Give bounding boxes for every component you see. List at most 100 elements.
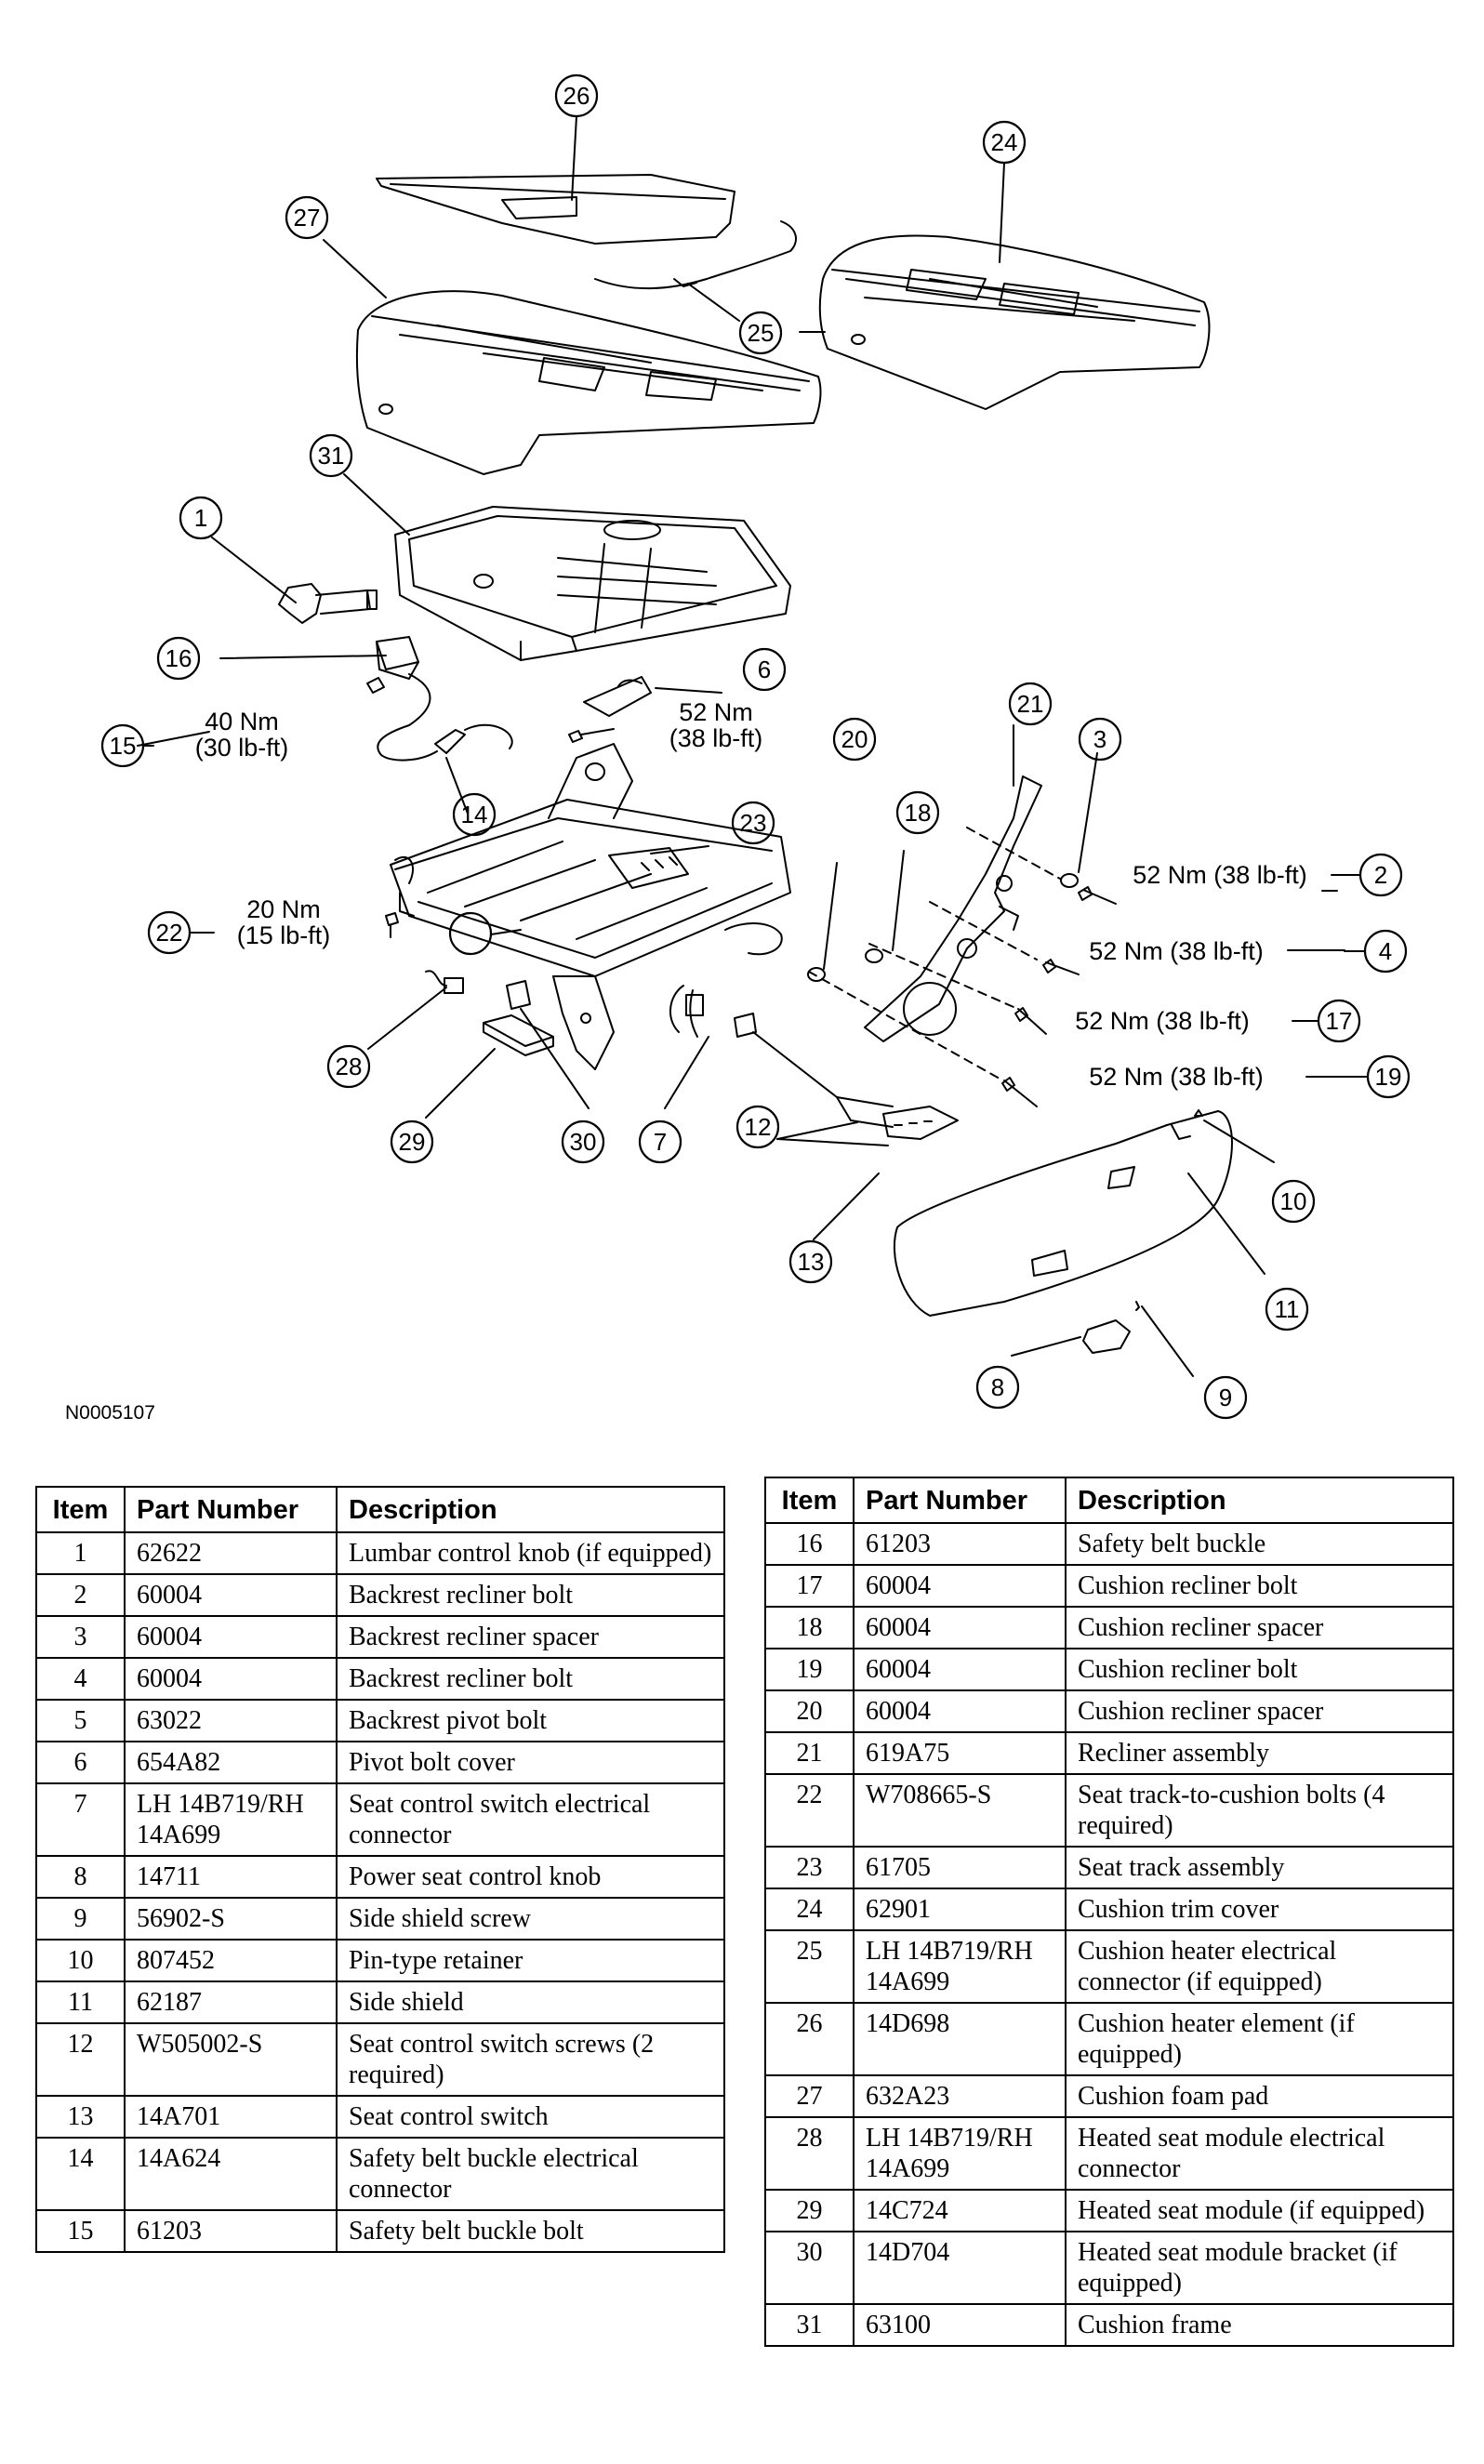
table-header-row: Item Part Number Description — [35, 1486, 725, 1533]
safety-belt-buckle — [366, 636, 513, 762]
backrest-pivot-bolt — [568, 728, 615, 743]
part-number-cell: 807452 — [124, 1939, 338, 1982]
torque-2: 52 Nm (38 lb-ft) — [1133, 861, 1307, 889]
description-cell: Seat track-to-cushion bolts (4 required) — [1065, 1773, 1454, 1848]
description-cell: Seat track assembly — [1065, 1846, 1454, 1889]
item-cell: 10 — [35, 1939, 126, 1982]
description-cell: Cushion heater element (if equipped) — [1065, 2002, 1454, 2076]
recliner-assembly — [864, 775, 1042, 1042]
callout-numbers: 26 24 27 25 31 1 16 6 14 23 21 3 20 18 2… — [110, 82, 1402, 1411]
item-cell: 29 — [764, 2189, 855, 2232]
part-number-cell: 61203 — [853, 1522, 1067, 1566]
torque-22-lbft: (15 lb-ft) — [237, 921, 331, 949]
part-number-cell: 63022 — [124, 1699, 338, 1742]
callout-28: 28 — [336, 1053, 363, 1080]
heated-seat-module-connector — [425, 970, 464, 994]
description-cell: Side shield — [336, 1980, 725, 2024]
description-cell: Cushion recliner spacer — [1065, 1606, 1454, 1649]
item-cell: 2 — [35, 1573, 126, 1617]
callout-15: 15 — [110, 732, 137, 760]
item-cell: 30 — [764, 2231, 855, 2305]
figure-id: N0005107 — [65, 1402, 155, 1424]
seat-track-assembly — [390, 743, 791, 1070]
part-number-cell: 14A701 — [124, 2095, 338, 2139]
description-cell: Power seat control knob — [336, 1855, 725, 1899]
description-cell: Cushion frame — [1065, 2303, 1454, 2347]
callout-23: 23 — [740, 809, 767, 837]
part-number-cell: 60004 — [853, 1606, 1067, 1649]
callout-21: 21 — [1017, 690, 1044, 718]
item-cell: 25 — [764, 1929, 855, 2004]
part-number-cell: 14D704 — [853, 2231, 1067, 2305]
heated-seat-module — [483, 1014, 554, 1056]
part-number-cell: 60004 — [853, 1689, 1067, 1733]
item-cell: 6 — [35, 1741, 126, 1784]
item-cell: 3 — [35, 1615, 126, 1659]
callout-20: 20 — [841, 725, 868, 753]
item-cell: 13 — [35, 2095, 126, 2139]
description-cell: Cushion heater electrical connector (if … — [1065, 1929, 1454, 2004]
callout-16: 16 — [166, 644, 192, 672]
callout-17: 17 — [1326, 1007, 1353, 1035]
torque-5-lbft: (38 lb-ft) — [669, 724, 763, 752]
description-cell: Cushion recliner spacer — [1065, 1689, 1454, 1733]
callout-31: 31 — [318, 442, 345, 470]
description-cell: Backrest recliner bolt — [336, 1657, 725, 1701]
callout-24: 24 — [991, 128, 1018, 156]
torque-4: 52 Nm (38 lb-ft) — [1089, 937, 1264, 965]
header-description: Description — [336, 1486, 725, 1533]
item-cell: 26 — [764, 2002, 855, 2076]
torque-17: 52 Nm (38 lb-ft) — [1075, 1007, 1250, 1035]
exploded-seat-diagram: 26 24 27 25 31 1 16 6 14 23 21 3 20 18 2… — [100, 73, 1411, 1420]
item-cell: 19 — [764, 1648, 855, 1691]
header-item: Item — [764, 1477, 855, 1524]
description-cell: Cushion foam pad — [1065, 2074, 1454, 2118]
part-number-cell: 60004 — [124, 1615, 338, 1659]
part-number-cell: LH 14B719/RH 14A699 — [853, 1929, 1067, 2004]
description-cell: Side shield screw — [336, 1897, 725, 1941]
item-cell: 4 — [35, 1657, 126, 1701]
part-number-cell: W505002-S — [124, 2022, 338, 2097]
description-cell: Seat control switch electrical connector — [336, 1782, 725, 1857]
part-number-cell: 14711 — [124, 1855, 338, 1899]
item-cell: 21 — [764, 1731, 855, 1775]
callout-22: 22 — [156, 919, 183, 947]
callout-10: 10 — [1280, 1187, 1307, 1215]
description-cell: Cushion recliner bolt — [1065, 1648, 1454, 1691]
callout-6: 6 — [758, 656, 771, 683]
description-cell: Backrest recliner bolt — [336, 1573, 725, 1617]
item-cell: 31 — [764, 2303, 855, 2347]
callout-leader-lines — [137, 115, 1345, 1377]
callout-1: 1 — [194, 504, 207, 532]
description-cell: Pin-type retainer — [336, 1939, 725, 1982]
callout-29: 29 — [399, 1128, 426, 1156]
item-cell: 9 — [35, 1897, 126, 1941]
callout-4: 4 — [1379, 937, 1392, 965]
exploded-alignment-lines — [808, 827, 1061, 1080]
callout-11: 11 — [1275, 1295, 1300, 1323]
torque-19: 52 Nm (38 lb-ft) — [1089, 1063, 1264, 1091]
recliner-bolts — [807, 873, 1117, 1107]
part-number-cell: W708665-S — [853, 1773, 1067, 1848]
torque-15-nm: 40 Nm — [205, 708, 279, 735]
leader-23-b — [490, 929, 522, 935]
callout-12: 12 — [745, 1113, 772, 1141]
lumbar-control-knob — [278, 583, 378, 624]
callout-7: 7 — [654, 1128, 667, 1156]
